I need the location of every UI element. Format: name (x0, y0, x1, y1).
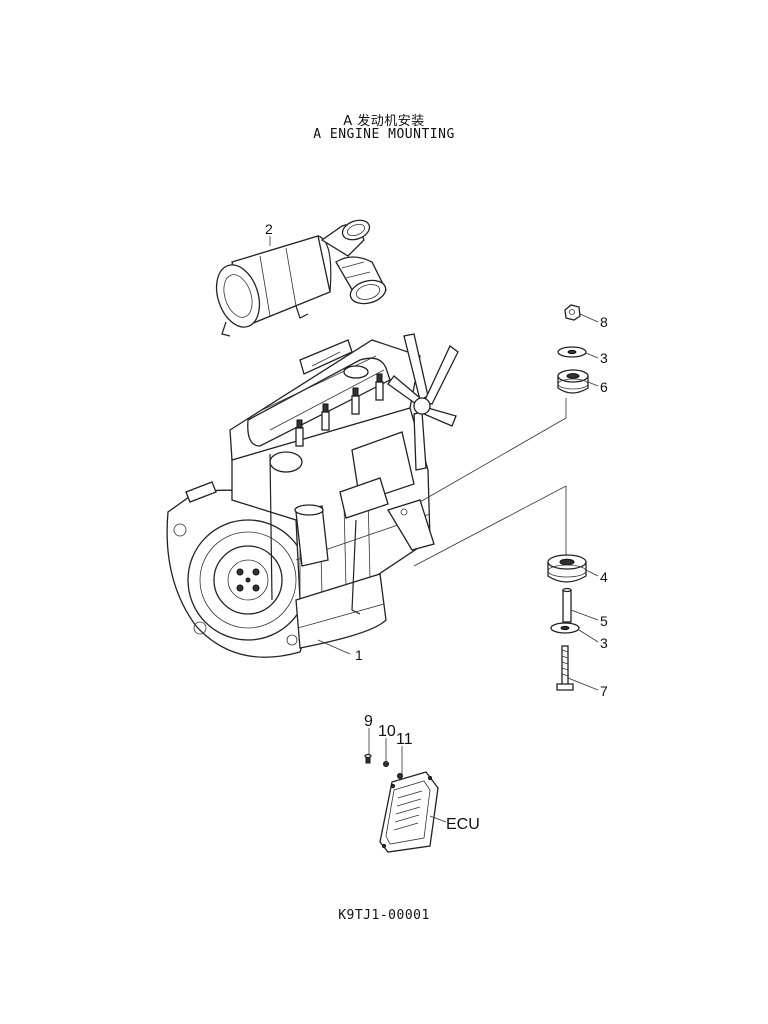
air-cleaner-part (215, 219, 387, 337)
callout-7-label: 7 (600, 683, 608, 699)
callout-6-label: 6 (600, 379, 608, 395)
cushion-top-part (557, 369, 589, 394)
callout-4-label: 4 (600, 569, 608, 585)
callout-11-label: 11 (396, 731, 413, 748)
callout-3-bottom-label: 3 (600, 635, 608, 651)
washer-ecu-part (383, 761, 389, 767)
cooling-fan (387, 333, 459, 471)
bolt-part (556, 645, 574, 691)
callout-ecu-label: ECU (446, 816, 480, 833)
oil-filter (294, 504, 329, 567)
callout-1-label: 1 (355, 647, 363, 663)
screw-part (364, 753, 372, 764)
drawing-code: K9TJ1-00001 (338, 908, 430, 923)
spacer-part (562, 587, 572, 623)
callout-5-label: 5 (600, 613, 608, 629)
callout-8-label: 8 (600, 314, 608, 330)
ecu-part (379, 771, 439, 853)
title-english: A ENGINE MOUNTING (313, 127, 455, 142)
callout-9-label: 9 (364, 713, 373, 730)
spring-washer-ecu-part (397, 773, 403, 779)
nut-part (564, 304, 581, 321)
callout-10-label: 10 (378, 723, 396, 740)
washer-bottom-part (550, 622, 580, 634)
callout-3-top-label: 3 (600, 350, 608, 366)
washer-top-part (557, 346, 587, 358)
cushion-bottom-part (547, 554, 587, 583)
title-chinese: A 发动机安装 (343, 114, 425, 129)
engine-assembly-part (166, 333, 459, 658)
callout-2-label: 2 (265, 221, 273, 237)
